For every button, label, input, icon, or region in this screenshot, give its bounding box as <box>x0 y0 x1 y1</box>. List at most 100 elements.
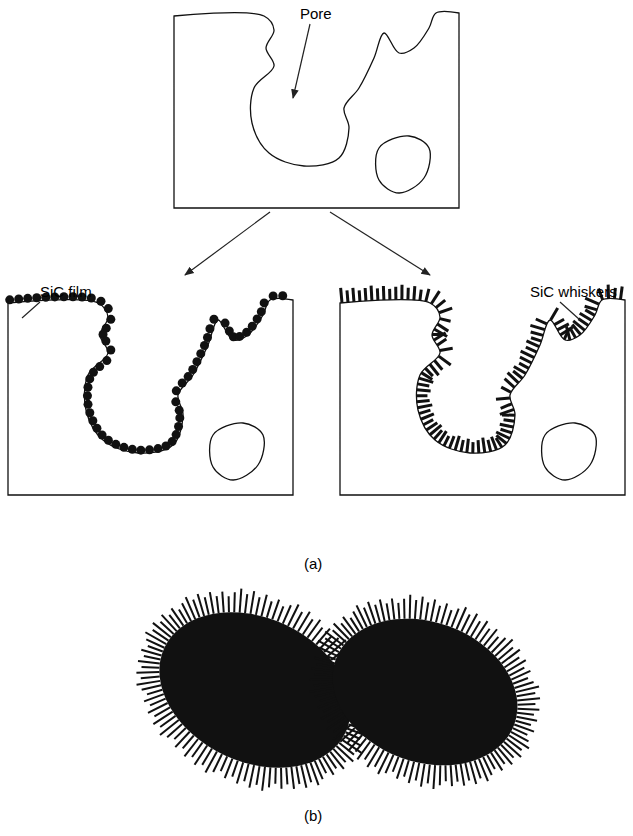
sic-whisker <box>440 319 451 322</box>
sic-particle <box>111 440 120 449</box>
leader-line <box>560 302 580 320</box>
sic-whisker <box>393 603 404 619</box>
sic-whisker <box>341 288 342 303</box>
sic-whisker <box>393 757 399 772</box>
process-arrow <box>330 212 430 275</box>
sic-particle <box>85 374 94 383</box>
sic-whisker <box>437 324 448 331</box>
sic-whisker <box>417 384 429 386</box>
sic-whisker <box>580 313 592 320</box>
sic-particle <box>203 333 212 342</box>
sic-whisker <box>417 401 430 402</box>
sic-whisker <box>585 310 594 316</box>
grain-body <box>312 594 538 791</box>
sic-particle <box>174 422 183 431</box>
sic-whisker <box>364 288 368 301</box>
sic-whisker <box>446 610 452 625</box>
panel-label: (b) <box>304 808 322 825</box>
sic-whisker <box>519 363 529 368</box>
sic-particle <box>5 295 14 304</box>
porous-body <box>5 291 293 495</box>
sic-whisker <box>421 414 434 419</box>
sic-whisker <box>440 765 451 781</box>
panel-label: (a) <box>304 556 322 573</box>
sic-whisker <box>449 436 454 448</box>
sic-whisker <box>406 288 409 300</box>
sic-particle <box>257 307 266 316</box>
sic-whisker <box>356 736 367 753</box>
sic-whisker <box>419 410 430 414</box>
sic-whisker <box>174 726 185 742</box>
sic-whisker <box>318 757 339 775</box>
sic-whisker <box>488 440 491 452</box>
sic-whisker <box>277 606 285 621</box>
closed-pore <box>542 423 597 480</box>
body-outline <box>8 299 293 495</box>
sic-whisker <box>148 697 168 718</box>
sic-whisker <box>500 409 514 414</box>
body-outline <box>174 12 459 208</box>
sic-particle <box>23 294 32 303</box>
sic-whisker <box>526 341 539 347</box>
sic-whisker <box>520 357 532 363</box>
sic-whisker <box>420 290 421 301</box>
sic-whisker <box>177 603 196 621</box>
sic-whisker <box>370 286 374 301</box>
sic-whisker <box>419 378 433 382</box>
sic-whisker <box>423 420 433 425</box>
sic-particle <box>175 413 184 422</box>
sic-particle <box>102 356 111 365</box>
sic-whisker <box>317 695 337 713</box>
sic-whisker <box>475 619 487 641</box>
sic-whisker <box>439 308 452 313</box>
sic-particle <box>32 293 41 302</box>
sic-whisker <box>526 347 537 352</box>
sic-particle <box>106 315 115 324</box>
closed-pore <box>376 136 431 193</box>
porous-body <box>174 12 459 208</box>
sic-particle <box>96 297 105 306</box>
sic-whisker <box>434 606 441 622</box>
sic-whisker <box>358 290 362 301</box>
sic-whisker <box>418 405 433 408</box>
sic-whisker <box>488 635 499 651</box>
sic-whisker <box>417 390 431 391</box>
sic-particle <box>192 357 201 366</box>
sic-particle <box>269 291 278 300</box>
sic-whisker <box>416 394 427 397</box>
sic-whisker <box>514 366 526 373</box>
sic-particle <box>172 430 181 439</box>
sic-whisker <box>265 601 274 617</box>
sic-whisker <box>410 600 421 619</box>
sic-whisker <box>551 308 558 320</box>
sic-particle <box>209 315 218 324</box>
coated-grain <box>282 564 567 820</box>
sic-whisker <box>319 648 338 656</box>
sic-whisker <box>501 404 512 409</box>
sic-whisker <box>439 356 451 365</box>
sic-whisker <box>205 751 216 773</box>
sic-whisker <box>500 429 511 433</box>
sic-particle <box>188 365 197 374</box>
sic-whisker <box>477 440 481 453</box>
sic-whisker <box>423 765 433 784</box>
sic-whisker <box>422 602 431 620</box>
sic-particle <box>106 345 115 354</box>
process-arrow <box>185 212 270 275</box>
sic-particle <box>221 319 230 328</box>
leader-line <box>293 24 310 98</box>
sic-whisker <box>530 325 544 329</box>
sic-whisker <box>153 706 172 729</box>
sic-particle <box>83 383 92 392</box>
sic-whisker <box>440 348 453 350</box>
pore-label: Pore <box>300 6 332 23</box>
sic-whisker <box>376 288 380 300</box>
sic-whisker <box>436 300 445 308</box>
sic-whisker <box>412 286 416 300</box>
sic-whisker <box>461 440 463 452</box>
sic-whisker <box>483 438 485 453</box>
sic-whisker <box>353 288 354 302</box>
sic-whisker <box>471 442 474 453</box>
sic-particle <box>84 400 93 409</box>
